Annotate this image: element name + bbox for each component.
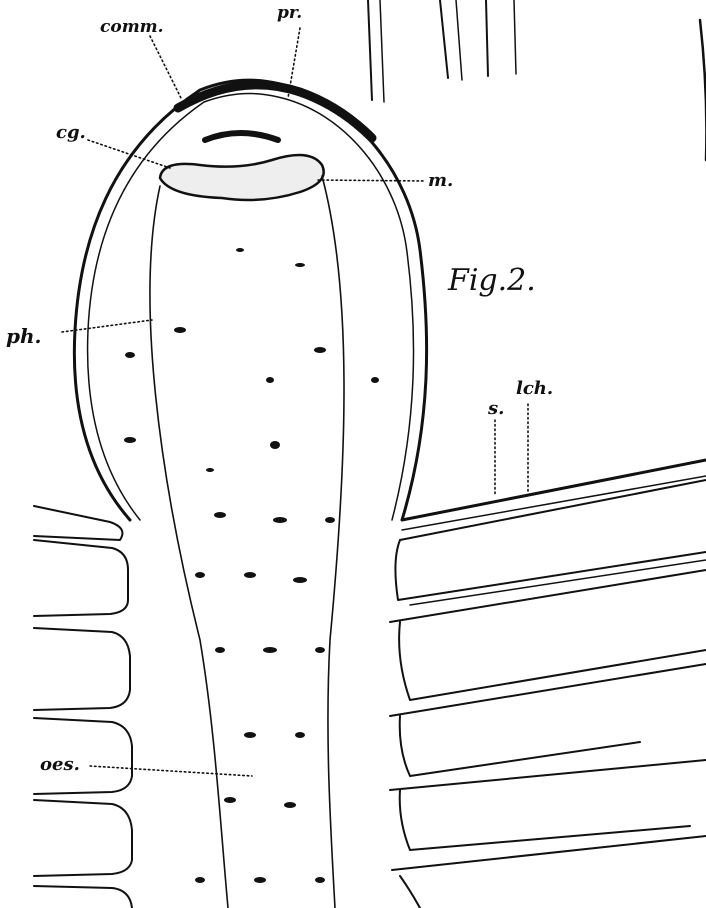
- pharynx-lines: [150, 176, 344, 908]
- label-pr: pr.: [277, 3, 302, 23]
- right-lamellae: [390, 460, 706, 908]
- stippled-bands: [124, 248, 379, 883]
- label-lch: lch.: [516, 378, 553, 399]
- label-oes: oes.: [40, 754, 80, 775]
- leader-lines: [62, 28, 528, 776]
- head-outline: [74, 80, 426, 520]
- figure-title: Fig.2.: [447, 263, 536, 298]
- top-right-fragments: [368, 0, 706, 160]
- label-s: s.: [487, 398, 504, 419]
- label-ph: ph.: [6, 324, 42, 348]
- cerebral-ganglion: [160, 133, 324, 200]
- label-cg: cg.: [56, 122, 86, 143]
- label-comm: comm.: [100, 17, 164, 37]
- left-arches: [34, 506, 132, 908]
- label-m: m.: [428, 170, 453, 191]
